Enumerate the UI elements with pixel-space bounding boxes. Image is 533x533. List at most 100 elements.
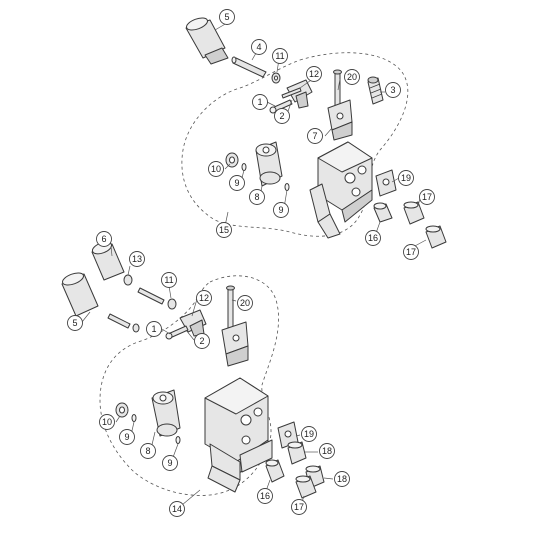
svg-text:20: 20: [240, 298, 250, 308]
callout-8-lower: 8: [140, 443, 156, 459]
svg-text:11: 11: [275, 51, 284, 61]
bolt-part-20-lower: [226, 285, 235, 329]
svg-text:17: 17: [422, 192, 432, 202]
svg-text:7: 7: [312, 131, 317, 141]
callout-10: 10: [208, 161, 224, 177]
callout-11-lower: 11: [161, 272, 177, 288]
oring-part-9-lower-b: [175, 436, 181, 444]
svg-text:6: 6: [101, 234, 106, 244]
svg-text:15: 15: [219, 225, 229, 235]
callout-16: 16: [365, 230, 381, 246]
callout-18b: 18: [334, 471, 350, 487]
callout-2: 2: [274, 108, 290, 124]
pin-part-1-lower: [165, 325, 189, 340]
fitting-part-18-a: [287, 441, 307, 465]
callout-11: 11: [272, 48, 288, 64]
callout-2-lower: 2: [194, 333, 210, 349]
oring-part-9-a: [241, 163, 247, 171]
oring-part-9-lower-a: [131, 414, 137, 422]
svg-text:1: 1: [151, 324, 156, 334]
callout-5: 5: [219, 9, 235, 25]
bracket-lower: [221, 321, 249, 367]
assembly-14-boundary: [99, 275, 279, 496]
svg-text:9: 9: [124, 432, 129, 442]
assembly-15: [181, 17, 447, 249]
coil-block-part-8: [255, 141, 283, 187]
callout-18: 18: [319, 443, 335, 459]
callout-20: 20: [344, 69, 360, 85]
pin-part-1: [269, 99, 293, 114]
svg-text:13: 13: [132, 254, 142, 264]
svg-text:9: 9: [167, 458, 172, 468]
callout-1-lower: 1: [146, 321, 162, 337]
handle-knob-part-5: [185, 17, 229, 65]
fitting-part-16: [373, 202, 393, 223]
svg-text:4: 4: [256, 42, 261, 52]
valve-body-assembly-15: [309, 141, 373, 239]
callout-9: 9: [229, 175, 245, 191]
tee-fitting-part-19-lower: [277, 421, 299, 449]
rod-part-4: [231, 56, 267, 78]
svg-text:14: 14: [172, 504, 182, 514]
svg-text:1: 1: [257, 97, 262, 107]
callout-10-lower: 10: [99, 414, 115, 430]
washer-part-11-lower: [167, 298, 177, 310]
svg-text:5: 5: [224, 12, 229, 22]
callout-19-lower: 19: [301, 426, 317, 442]
svg-text:10: 10: [102, 417, 112, 427]
svg-text:12: 12: [199, 293, 209, 303]
callout-labels: 5 4 11 12 20 3 1 2 7 10 9 8 9 19 17 16 1…: [67, 9, 435, 517]
callout-12: 12: [306, 66, 322, 82]
bracket-part-7: [327, 99, 353, 141]
valve-body-assembly-14: [204, 377, 273, 493]
svg-text:5: 5: [72, 318, 77, 328]
svg-text:16: 16: [260, 491, 270, 501]
callout-5-lower: 5: [67, 315, 83, 331]
callout-17b: 17: [403, 244, 419, 260]
washer-lower-b: [132, 323, 140, 333]
svg-text:8: 8: [145, 446, 150, 456]
callout-14: 14: [169, 501, 185, 517]
callout-6: 6: [96, 231, 112, 247]
svg-text:17: 17: [406, 247, 416, 257]
fitting-part-16-lower: [265, 459, 285, 483]
callout-12-lower: 12: [196, 290, 212, 306]
callout-1: 1: [252, 94, 268, 110]
callout-13: 13: [129, 251, 145, 267]
tee-fitting-part-19: [375, 169, 397, 197]
svg-text:11: 11: [164, 275, 173, 285]
callout-17-lower: 17: [291, 499, 307, 515]
svg-text:16: 16: [368, 233, 378, 243]
callout-15: 15: [216, 222, 232, 238]
callout-16-lower: 16: [257, 488, 273, 504]
plug-part-10: [225, 152, 239, 168]
relief-fitting-part-3: [367, 76, 384, 105]
callout-9-lower: 9: [119, 429, 135, 445]
rod-lower: [107, 313, 131, 329]
callout-9-lower-b: 9: [162, 455, 178, 471]
svg-text:18: 18: [322, 446, 332, 456]
svg-text:19: 19: [401, 173, 411, 183]
callout-3: 3: [385, 82, 401, 98]
svg-text:18: 18: [337, 474, 347, 484]
callout-8: 8: [249, 189, 265, 205]
coil-block-part-8-lower: [151, 389, 181, 437]
washer-part-13: [123, 274, 133, 286]
callout-17: 17: [419, 189, 435, 205]
assembly-15-boundary: [181, 52, 409, 237]
svg-text:2: 2: [279, 111, 284, 121]
callout-20-lower: 20: [237, 295, 253, 311]
svg-text:17: 17: [294, 502, 304, 512]
fitting-part-17-a: [403, 201, 425, 225]
callout-4: 4: [251, 39, 267, 55]
svg-text:2: 2: [199, 336, 204, 346]
svg-text:3: 3: [390, 85, 395, 95]
callout-9b: 9: [273, 202, 289, 218]
svg-text:8: 8: [254, 192, 259, 202]
fitting-part-17-b: [425, 225, 447, 249]
callout-7: 7: [307, 128, 323, 144]
fitting-part-17-lower: [295, 475, 317, 499]
callout-19: 19: [398, 170, 414, 186]
svg-text:20: 20: [347, 72, 357, 82]
